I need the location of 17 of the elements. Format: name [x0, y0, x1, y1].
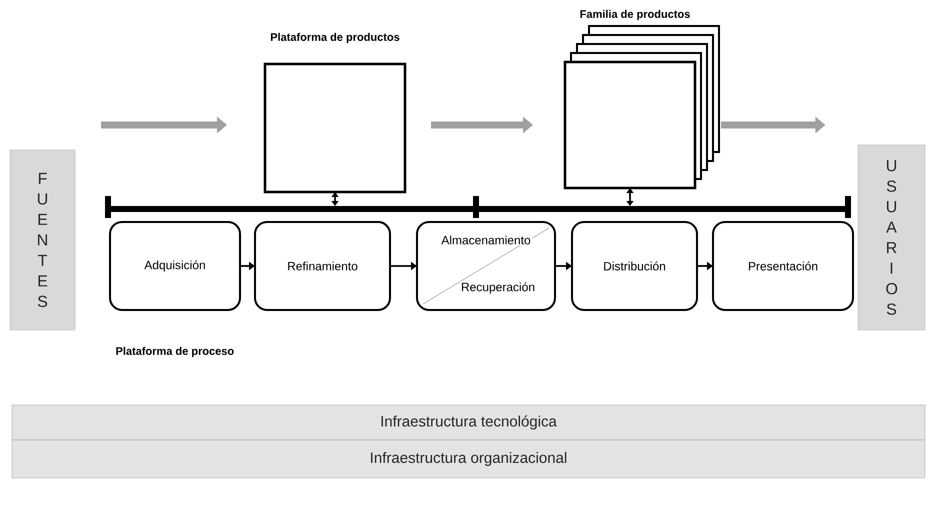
process-box: Adquisición: [109, 221, 241, 311]
side-panel: U S U A R I O S: [858, 144, 926, 330]
side-panel: F U E N T E S: [10, 150, 76, 330]
process-box: Distribución: [571, 221, 698, 311]
bus-bar: [105, 196, 851, 218]
split-process-box: Almacenamiento Recuperación: [416, 221, 556, 311]
process-platform-label: Plataforma de proceso: [116, 346, 234, 358]
process-box: Refinamiento: [254, 221, 391, 311]
stacked-boxes: Familia de productos: [564, 10, 720, 190]
node-label: Plataforma de productos: [270, 32, 400, 44]
process-box: Presentación: [712, 221, 854, 311]
infrastructure-band: Infraestructura organizacional: [12, 440, 926, 478]
node-label: Familia de productos: [580, 10, 690, 20]
platform-box: Plataforma de productos: [264, 32, 406, 194]
arrow: [331, 192, 339, 206]
infrastructure-band: Infraestructura tecnológica: [12, 404, 926, 440]
arrow: [626, 188, 634, 206]
